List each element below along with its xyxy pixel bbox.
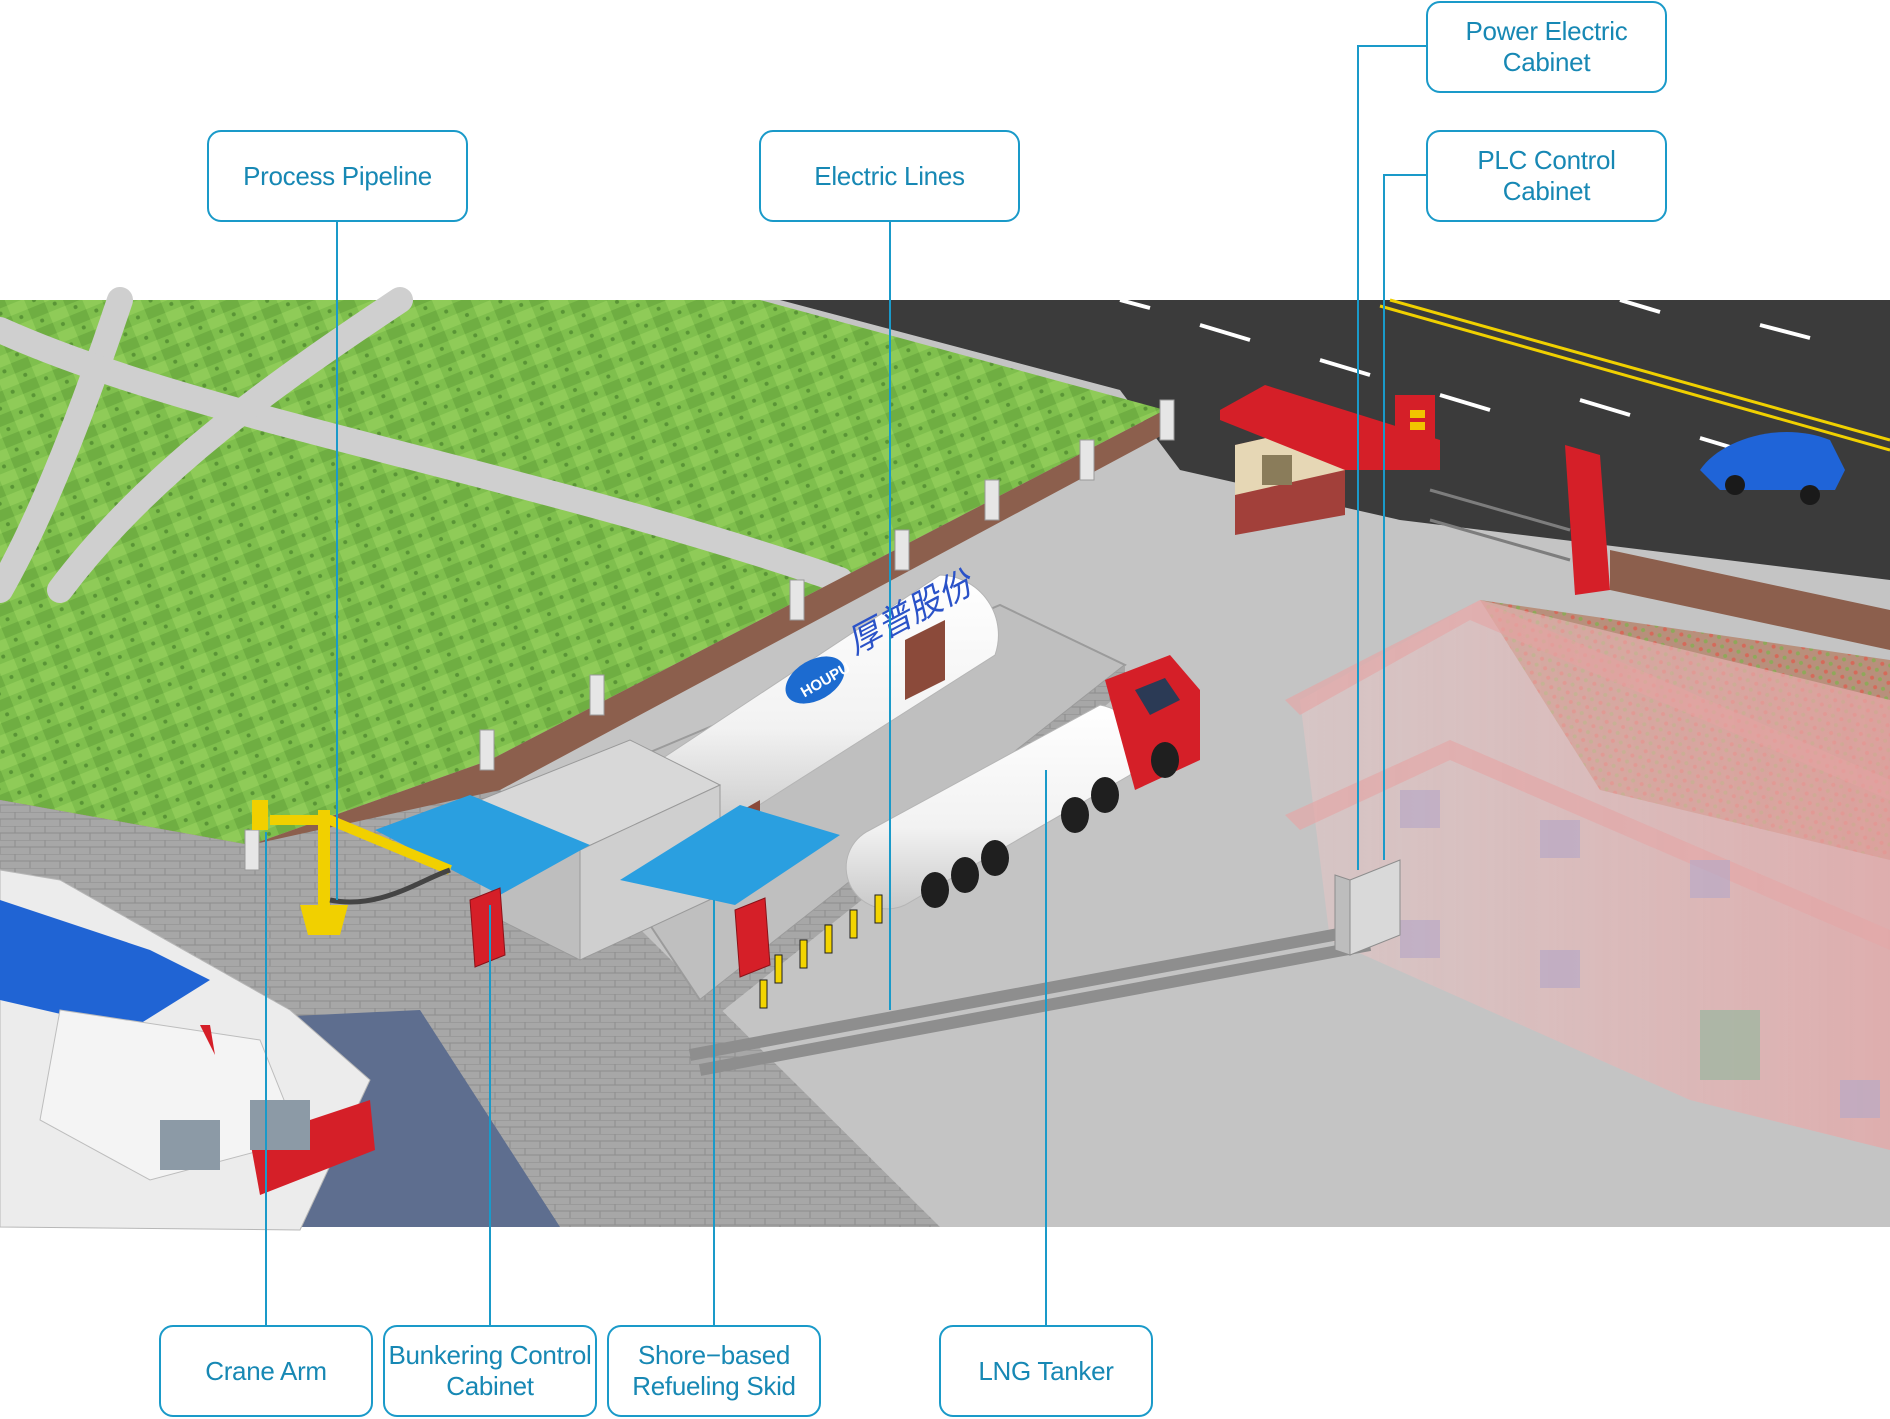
car xyxy=(1700,431,1845,505)
callout-crane-arm: Crane Arm xyxy=(159,1325,373,1417)
callout-plc-control-cabinet: PLC Control Cabinet xyxy=(1426,130,1667,222)
office-building xyxy=(1285,600,1890,1150)
ship xyxy=(0,869,375,1231)
lng-tanker-truck xyxy=(845,655,1200,910)
canopy-left xyxy=(375,795,590,895)
callout-bunkering-control-cabinet: Bunkering Control Cabinet xyxy=(383,1325,597,1417)
wall-posts xyxy=(244,399,1175,871)
electric-cabinets xyxy=(1334,859,1401,956)
callout-shore-based-refueling-skid: Shore−based Refueling Skid xyxy=(607,1325,821,1417)
leader-plc-cabinet xyxy=(1383,174,1426,860)
callout-power-electric-cabinet: Power Electric Cabinet xyxy=(1426,1,1667,93)
crane-arm xyxy=(252,800,452,935)
callout-lng-tanker: LNG Tanker xyxy=(939,1325,1153,1417)
refueling-skid xyxy=(375,739,840,961)
road-center-line xyxy=(1379,298,1890,452)
cable-trench xyxy=(688,924,1372,1076)
bollards xyxy=(759,894,883,1009)
canopy-right xyxy=(620,805,840,905)
callout-electric-lines: Electric Lines xyxy=(759,130,1020,222)
entry-gate xyxy=(1429,445,1610,595)
bunkering-cabinet xyxy=(469,887,506,968)
grass-paths xyxy=(0,287,853,603)
shore-dispenser xyxy=(734,897,771,978)
right-wall xyxy=(1610,550,1890,650)
leader-lines xyxy=(265,45,1426,1325)
leader-power-cabinet xyxy=(1357,45,1426,870)
callout-process-pipeline: Process Pipeline xyxy=(207,130,468,222)
